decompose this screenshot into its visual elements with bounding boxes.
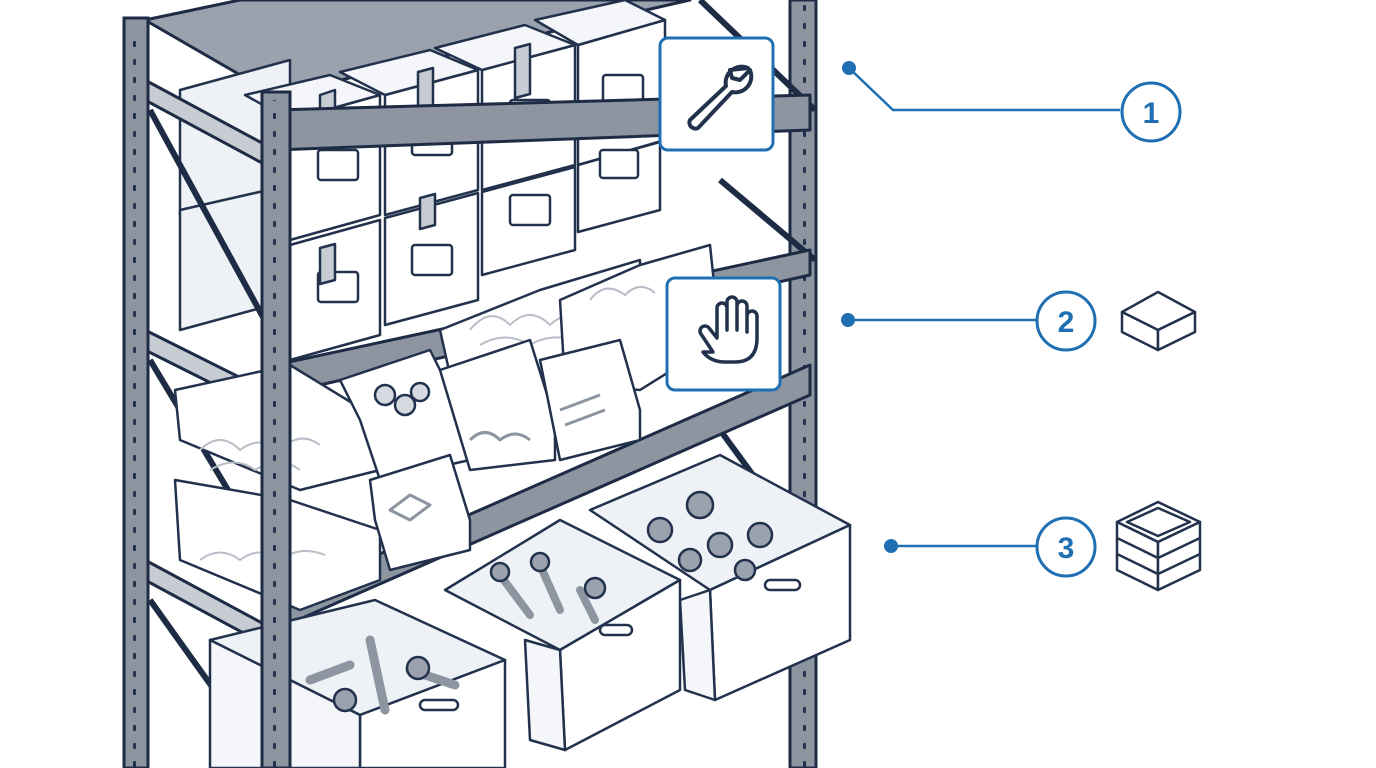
callout-1: 1 [842, 61, 1182, 143]
storage-bin [438, 338, 557, 472]
callout-2: 2 [841, 290, 1197, 352]
callout-3: 3 [884, 500, 1202, 592]
storage-bin [368, 453, 472, 572]
wrench-icon [687, 64, 754, 131]
storage-box [576, 140, 662, 234]
storage-box [288, 218, 382, 362]
callout-number-2: 2 [1058, 306, 1075, 339]
front-uprights [122, 16, 292, 768]
crate-icon [1115, 500, 1202, 592]
callout-marker-1 [1120, 81, 1182, 143]
box-icon [1120, 290, 1197, 352]
hand-icon [698, 295, 759, 364]
storage-box [383, 191, 480, 327]
callout-number-3: 3 [1058, 532, 1075, 565]
hand-tile [665, 276, 782, 392]
crate [443, 518, 682, 752]
crate [588, 453, 852, 702]
callout-number-1: 1 [1143, 97, 1160, 130]
callout-marker-3 [1035, 516, 1097, 578]
wrench-tile [658, 36, 775, 152]
storage-bin [538, 338, 642, 462]
storage-box [480, 165, 577, 277]
callout-marker-2 [1035, 290, 1097, 352]
